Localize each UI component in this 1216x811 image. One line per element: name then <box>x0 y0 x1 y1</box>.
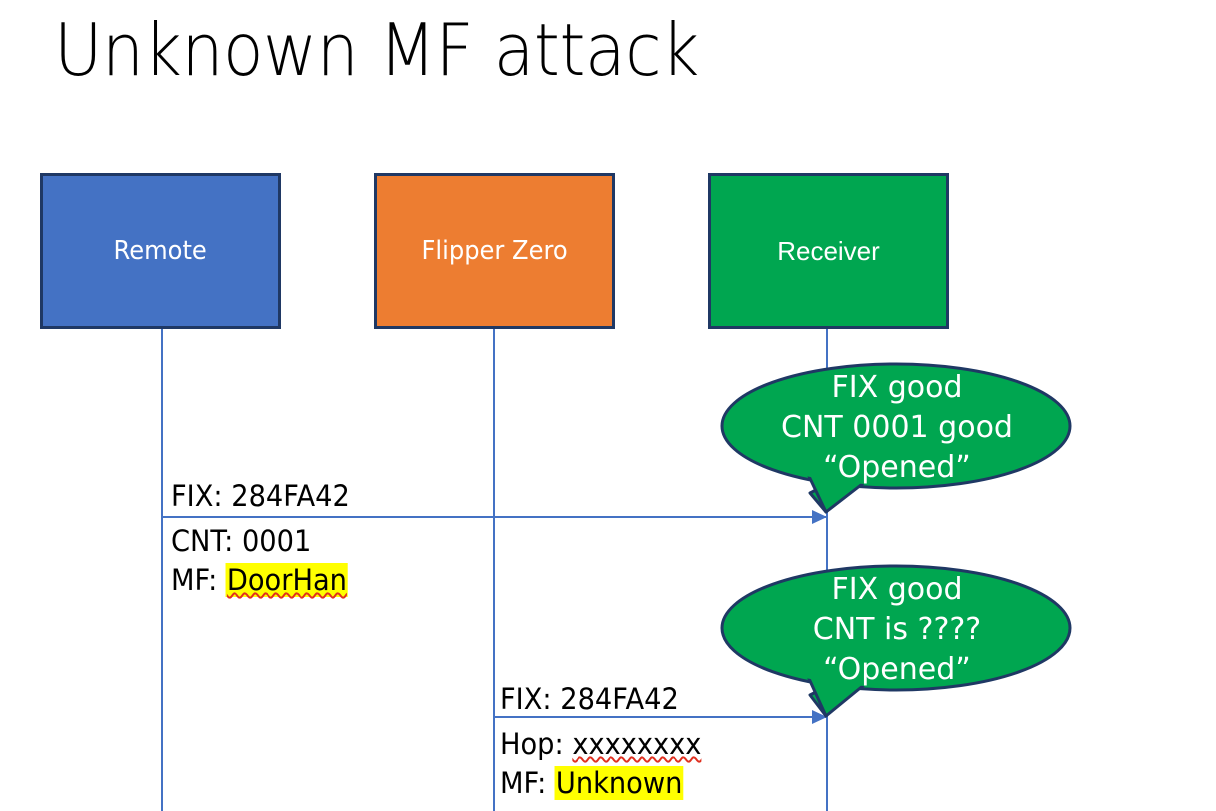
actor-label-flipper: Flipper Zero <box>421 236 568 266</box>
message-2-hop-label: Hop: <box>500 727 573 761</box>
message-1-mf-value: DoorHan <box>225 563 348 597</box>
message-2-mf-label: MF: <box>500 766 555 800</box>
message-2-text: FIX: 284FA42 Hop: xxxxxxxx MF: Unknown <box>500 680 701 803</box>
message-2-line-fix: FIX: 284FA42 <box>500 680 701 719</box>
speech-bubble-receiver-2[interactable]: FIX good CNT is ???? “Opened” <box>720 560 1074 720</box>
message-2-fix-value: 284FA42 <box>560 682 679 716</box>
actor-box-receiver[interactable]: Receiver <box>708 173 949 329</box>
message-2-hop-value: xxxxxxxx <box>572 727 702 761</box>
message-1-fix-label: FIX: <box>171 479 232 513</box>
message-1-fix-value: 284FA42 <box>231 479 350 513</box>
message-1-line-fix: FIX: 284FA42 <box>171 477 350 516</box>
message-1-line-mf: MF: DoorHan <box>171 561 350 600</box>
lifeline-remote <box>161 329 163 811</box>
message-2-line-hop: Hop: xxxxxxxx <box>500 725 701 764</box>
lifeline-flipper <box>493 329 495 811</box>
speech-bubble-receiver-1[interactable]: FIX good CNT 0001 good “Opened” <box>720 358 1074 518</box>
message-2-fix-label: FIX: <box>500 682 561 716</box>
message-2-mf-value: Unknown <box>554 766 684 800</box>
message-1-cnt-value: 0001 <box>241 524 312 558</box>
page-title: Unknown MF attack <box>54 8 699 92</box>
message-arrow-remote-to-receiver <box>162 510 827 524</box>
message-1-text: FIX: 284FA42 CNT: 0001 MF: DoorHan <box>171 477 350 600</box>
message-1-cnt-label: CNT: <box>171 524 242 558</box>
message-2-line-mf: MF: Unknown <box>500 764 701 803</box>
speech-bubble-1-shape <box>720 362 1072 514</box>
actor-box-flipper[interactable]: Flipper Zero <box>374 173 615 329</box>
actor-box-remote[interactable]: Remote <box>40 173 281 329</box>
actor-label-remote: Remote <box>113 236 208 266</box>
message-1-line-cnt: CNT: 0001 <box>171 522 350 561</box>
speech-bubble-2-shape <box>720 564 1072 718</box>
message-1-mf-label: MF: <box>171 563 226 597</box>
actor-label-receiver: Receiver <box>777 235 880 266</box>
